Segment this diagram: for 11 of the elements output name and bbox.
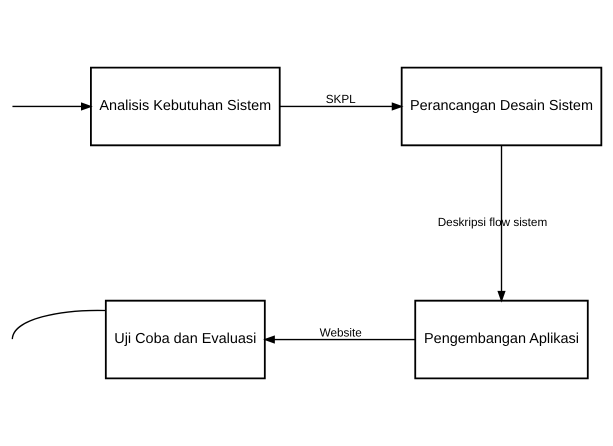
arrow	[497, 146, 506, 303]
arrow	[280, 102, 404, 111]
node-box: Perancangan Desain Sistem	[400, 66, 602, 146]
arrow	[263, 335, 416, 344]
edge-label: Website	[320, 326, 362, 340]
connector	[12, 310, 106, 340]
arrow	[12, 102, 93, 111]
node-box: Analisis Kebutuhan Sistem	[90, 66, 281, 146]
edge-label: SKPL	[326, 93, 356, 106]
node-box: Uji Coba dan Evaluasi	[104, 300, 266, 380]
node-box: Pengembangan Aplikasi	[414, 300, 589, 380]
